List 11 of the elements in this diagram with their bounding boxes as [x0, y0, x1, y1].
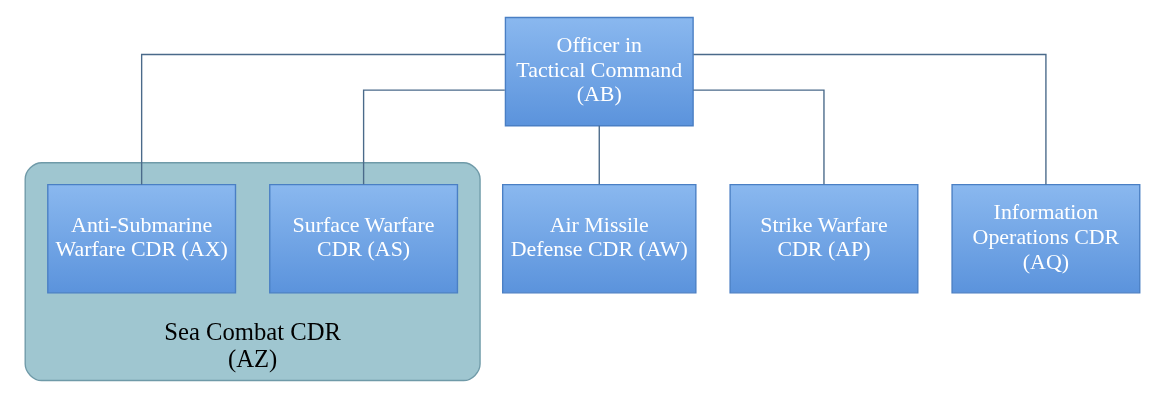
node-box: Officer in Tactical Command (AB): [504, 16, 694, 127]
node-box: Strike Warfare CDR (AP): [729, 183, 919, 294]
connector: [140, 53, 506, 186]
connector: [598, 125, 600, 185]
node-box: Information Operations CDR (AQ): [951, 183, 1141, 294]
node-box: Air Missile Defense CDR (AW): [502, 183, 697, 294]
node-box: Anti-Submarine Warfare CDR (AX): [47, 183, 237, 294]
connector: [362, 89, 506, 185]
connector: [692, 89, 825, 185]
connector: [692, 53, 1047, 186]
node-box: Surface Warfare CDR (AS): [269, 183, 459, 294]
